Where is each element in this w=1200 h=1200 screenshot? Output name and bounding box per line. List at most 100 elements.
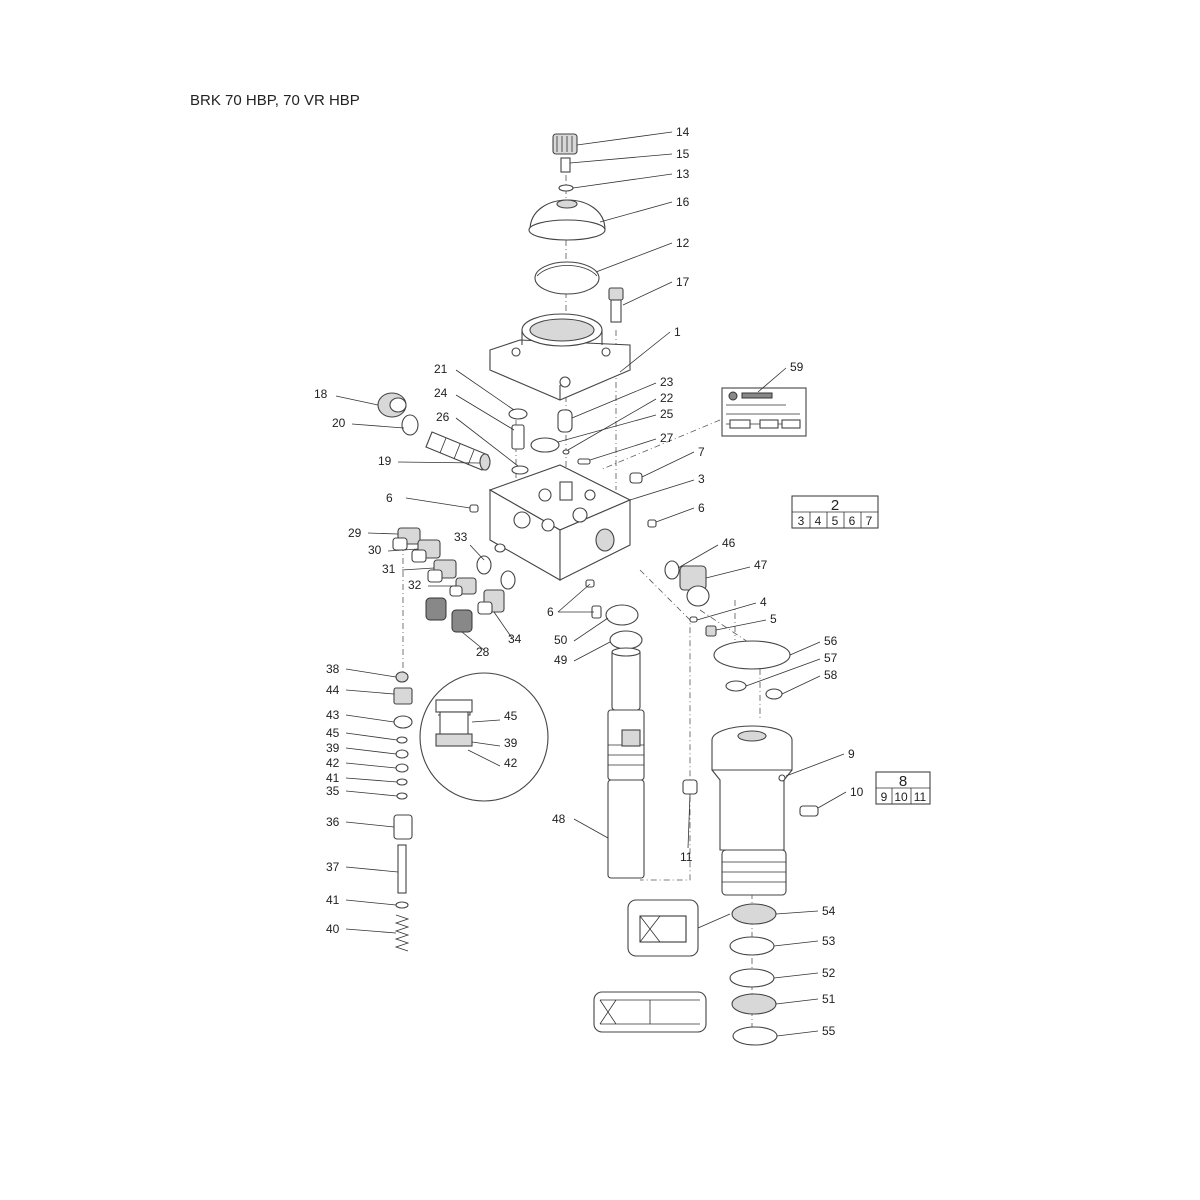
part-56-gasket (713, 640, 791, 670)
kit-table-8-header: 8 (899, 773, 907, 790)
part-label-27: 27 (660, 431, 674, 445)
part-25-oring (530, 437, 560, 453)
part-label-4: 4 (760, 595, 767, 609)
part-6-plug-b (647, 519, 657, 528)
detail-circle (419, 672, 549, 802)
part-label-32: 32 (408, 578, 422, 592)
part-label-36: 36 (326, 815, 340, 829)
kit-table-8-cell: 11 (914, 790, 927, 804)
part-label-1: 1 (674, 325, 681, 339)
part-label-58: 58 (824, 668, 838, 682)
part-label-6: 6 (547, 605, 554, 619)
part-51-seal (731, 993, 777, 1015)
part-19-spool (425, 431, 491, 471)
seal-54-section (627, 899, 731, 957)
part-33-ring-b (500, 570, 516, 590)
kit-table-8-cell: 9 (881, 790, 888, 804)
part-55-circlip (732, 1026, 778, 1046)
part-label-15: 15 (676, 147, 690, 161)
kit-table-2-header: 2 (831, 497, 839, 514)
part-59-nameplate (721, 387, 807, 437)
part-label-48: 48 (552, 812, 566, 826)
part-1-housing (489, 313, 631, 401)
part-label-5: 5 (770, 612, 777, 626)
part-label-42: 42 (504, 756, 518, 770)
part-label-41: 41 (326, 893, 340, 907)
kit-table-2-cell: 6 (849, 514, 856, 528)
part-label-11: 11 (680, 850, 693, 864)
kit-table-2-cell: 4 (815, 514, 822, 528)
part-label-45: 45 (504, 709, 518, 723)
part-23-seal (557, 409, 573, 433)
part-34-fitting (477, 589, 505, 615)
part-32-fitting (449, 577, 477, 597)
part-label-6: 6 (386, 491, 393, 505)
part-label-52: 52 (822, 966, 836, 980)
part-label-49: 49 (554, 653, 568, 667)
part-label-31: 31 (382, 562, 396, 576)
part-label-50: 50 (554, 633, 568, 647)
part-label-16: 16 (676, 195, 690, 209)
part-label-6: 6 (698, 501, 705, 515)
part-10-pin (799, 805, 819, 817)
part-label-34: 34 (508, 632, 522, 646)
part-17-bolt (608, 287, 624, 323)
part-label-46: 46 (722, 536, 736, 550)
part-label-7: 7 (698, 445, 705, 459)
part-46-ring (664, 560, 680, 580)
part-21-ring (508, 408, 528, 420)
part-label-12: 12 (676, 236, 690, 250)
part-58-ring (765, 688, 783, 700)
part-20-ring (401, 414, 419, 436)
part-label-13: 13 (676, 167, 690, 181)
part-4-pin (689, 616, 698, 623)
part-label-18: 18 (314, 387, 328, 401)
part-22-ring (562, 449, 570, 455)
part-14-knob (552, 133, 578, 155)
part-54-seal (731, 903, 777, 925)
leader-lines (335, 131, 847, 1037)
part-label-21: 21 (434, 362, 448, 376)
part-label-28: 28 (476, 645, 490, 659)
part-29-fitting (392, 527, 421, 551)
part-label-20: 20 (332, 416, 346, 430)
assembly-axes (402, 175, 761, 1040)
left-column-parts (393, 671, 413, 952)
part-label-40: 40 (326, 922, 340, 936)
part-label-38: 38 (326, 662, 340, 676)
part-26-washer (511, 465, 529, 475)
part-53-ring (729, 936, 775, 956)
part-label-25: 25 (660, 407, 674, 421)
part-label-51: 51 (822, 992, 836, 1006)
part-label-53: 53 (822, 934, 836, 948)
part-27-plate (577, 458, 591, 465)
part-9-cylinder (711, 725, 793, 896)
part-49-ring (609, 630, 643, 650)
part-label-23: 23 (660, 375, 674, 389)
part-15-screw (560, 157, 571, 173)
part-label-54: 54 (822, 904, 836, 918)
part-label-43: 43 (326, 708, 340, 722)
part-label-22: 22 (660, 391, 674, 405)
kit-table-2-cell: 7 (866, 514, 873, 528)
part-12-diaphragm (534, 261, 600, 295)
part-label-33: 33 (454, 530, 468, 544)
part-7-plug (629, 472, 643, 484)
part-label-47: 47 (754, 558, 768, 572)
part-label-44: 44 (326, 683, 340, 697)
part-48-piston (607, 647, 645, 879)
part-label-41: 41 (326, 771, 340, 785)
part-label-56: 56 (824, 634, 838, 648)
kit-table-8-cell: 10 (894, 790, 908, 804)
part-47-plug (679, 565, 710, 607)
part-18-fitting (377, 392, 407, 418)
kit-table-2-cell: 5 (832, 514, 839, 528)
part-label-14: 14 (676, 125, 690, 139)
part-57-ring (725, 680, 747, 692)
part-label-35: 35 (326, 784, 340, 798)
part-13-washer (558, 184, 574, 192)
part-31-fitting (427, 559, 457, 583)
part-11-bushing (682, 779, 698, 795)
